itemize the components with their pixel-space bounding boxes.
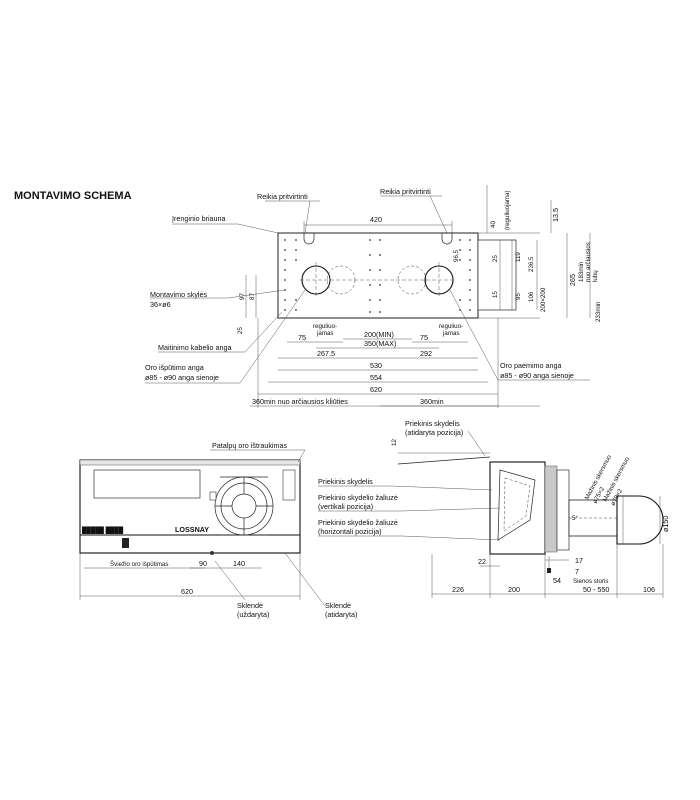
- label-183min-2: nuo arčiausios: [585, 242, 592, 282]
- fan-graphic: [214, 476, 274, 536]
- label-zaliuze-h-1: Priekinio skydelio žaliuzė: [318, 518, 398, 527]
- brand-left: █████ ████: [82, 526, 124, 534]
- dim-97: 97: [239, 293, 246, 300]
- label-oro-isputimo-1: Oro išpūtimo anga: [145, 363, 204, 372]
- upper-panel: [93, 469, 201, 499]
- dim-620-front: 620: [181, 587, 193, 596]
- top-grille: [79, 459, 301, 466]
- label-183min-3: lubų: [592, 270, 599, 282]
- label-zaliuze-v-1: Priekinio skydelio žaliuzė: [318, 493, 398, 502]
- label-irenginio-briauna: Įrenginio briauna: [172, 214, 226, 223]
- dim-119: 119: [515, 252, 522, 262]
- dim-25-left: 25: [237, 327, 244, 334]
- dim-236-5: 236.5: [528, 256, 535, 272]
- diagram-title: MONTAVIMO SCHEMA: [14, 190, 132, 202]
- dim-75-b: 75: [420, 333, 428, 342]
- dim-7: 7: [575, 567, 579, 576]
- duct-openings: [300, 262, 456, 298]
- label-svie: Šviežio oro išpūtimas: [110, 561, 168, 568]
- dim-54: 54: [553, 576, 561, 585]
- label-reguliuo-1: reguliuo-: [313, 323, 337, 330]
- label-sienos-storis: Sienos storis: [573, 578, 608, 585]
- dim-226: 226: [452, 585, 464, 594]
- wall-block: [544, 465, 558, 553]
- label-183min-1: 183min: [578, 261, 585, 282]
- dim-90: 90: [199, 559, 207, 568]
- dim-106-side: 106: [643, 585, 655, 594]
- dim-96-5: 96.5: [453, 249, 460, 262]
- mounting-holes: [284, 239, 471, 313]
- label-priekinis-top-1: Priekinis skydelis: [405, 419, 460, 428]
- label-reguliuojama: (reguliuojama): [504, 190, 511, 230]
- dim-75-a: 75: [298, 333, 306, 342]
- label-montavimo-skyles-1: Montavimo skylės: [150, 290, 208, 299]
- label-reikia-1: Reikia pritvirtinti: [257, 192, 308, 201]
- dim-265: 265: [568, 274, 577, 286]
- dim-13-5: 13.5: [551, 208, 560, 222]
- label-233min: 233min: [595, 301, 602, 322]
- dim-554: 554: [370, 373, 382, 382]
- dim-200-side: 200: [508, 585, 520, 594]
- label-oro-paemimo-2: ø85 - ø90 anga sienoje: [500, 371, 574, 380]
- label-sklende-1b: (uždaryta): [237, 610, 269, 619]
- dim-15: 15: [492, 291, 499, 298]
- label-angle-5: 5°: [572, 515, 578, 522]
- side-view: Priekinis skydelis (atidaryta pozicija) …: [318, 419, 670, 598]
- dim-50-550: 50 - 550: [583, 585, 609, 594]
- dim-87: 87: [249, 293, 256, 300]
- dim-420: 420: [370, 215, 382, 224]
- label-priekinis: Priekinis skydelis: [318, 477, 373, 486]
- dim-292: 292: [420, 349, 432, 358]
- dim-17: 17: [575, 556, 583, 565]
- dim-22: 22: [478, 557, 486, 566]
- dim-350max: 350(MAX): [364, 339, 396, 348]
- dim-25: 25: [492, 255, 499, 262]
- label-jamas-1: jamas: [316, 330, 334, 337]
- label-maitinimo: Maitinimo kabelio anga: [158, 343, 232, 352]
- label-kl-right: 360min: [420, 397, 444, 406]
- dim-530: 530: [370, 361, 382, 370]
- dim-95: 95: [515, 293, 522, 300]
- label-zaliuze-v-2: (vertikali pozicija): [318, 502, 373, 511]
- mounting-plate: [277, 232, 479, 319]
- dim-12: 12: [391, 439, 398, 446]
- label-sklende-2: Sklendė: [325, 601, 351, 610]
- outer-hood: [616, 495, 664, 545]
- brand-lossnay: LOSSNAY: [175, 525, 209, 534]
- dim-620: 620: [370, 385, 382, 394]
- label-oro-isputimo-2: ø85 - ø90 anga sienoje: [145, 373, 219, 382]
- label-zaliuze-h-2: (horizontali pozicija): [318, 527, 382, 536]
- wall-section: [477, 239, 517, 311]
- dim-140: 140: [233, 559, 245, 568]
- label-kl-left: 360min nuo arčiausios kliūties: [252, 397, 348, 406]
- dim-106: 106: [528, 291, 535, 302]
- label-sklende-1: Sklendė: [237, 601, 263, 610]
- label-reikia-2: Reikia pritvirtinti: [380, 187, 431, 196]
- badge: [122, 538, 129, 548]
- dim-150: ø150: [661, 516, 670, 532]
- label-patalpu: Patalpų oro ištraukimas: [212, 441, 288, 450]
- label-jamas-2: jamas: [442, 330, 460, 337]
- label-montavimo-skyles-2: 36×ø6: [150, 300, 171, 309]
- dim-200min: 200(MIN): [364, 330, 394, 339]
- top-view: 420 Reikia pritvirtinti Reikia pritvirti…: [145, 185, 602, 408]
- front-view: █████ ████ LOSSNAY Patalpų oro ištraukim…: [79, 441, 357, 619]
- label-reguliuo-2: reguliuo-: [439, 323, 463, 330]
- dim-40: 40: [490, 221, 497, 228]
- label-sklende-2b: (atidaryta): [325, 610, 357, 619]
- dim-200x200: 200×200: [540, 287, 547, 312]
- dim-267-5: 267.5: [317, 349, 335, 358]
- label-priekinis-top-2: (atidaryta pozicija): [405, 428, 463, 437]
- label-oro-paemimo-1: Oro paėmimo anga: [500, 361, 562, 370]
